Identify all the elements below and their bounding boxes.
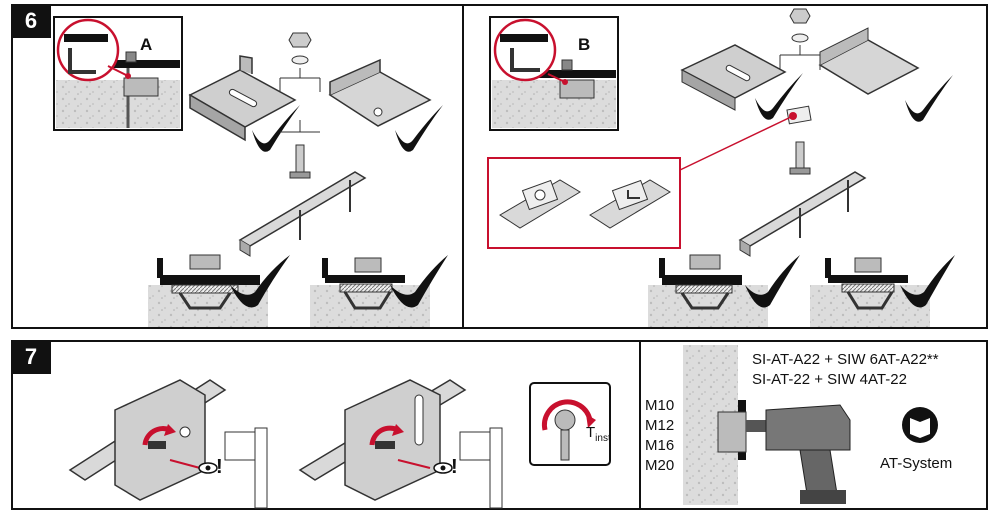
section-view-6a-right [310,255,448,327]
anchor-size-m16: M16 [645,437,675,454]
cordless-drill-icon [746,404,851,504]
section-view-6a-left [148,254,290,327]
washer-plate-marker [679,105,812,171]
anchor-size-m20: M20 [645,457,675,474]
step-7-number: 7 [24,344,38,369]
detail-a-label: A [140,35,153,54]
system-label: AT-System [880,455,953,472]
anchor-channel-6b [738,171,867,257]
right-plate-b1 [680,44,803,120]
install-view-7a [68,379,268,509]
t-bolt-6b [795,141,805,171]
section-view-6b-left [648,254,800,327]
detail-b-label: B [578,35,591,54]
product-line-2: SI-AT-22 + SIW 4AT-22 [752,371,907,388]
anchor-size-m12: M12 [645,417,675,434]
section-view-6b-right [810,255,955,327]
torque-subscript: inst [595,433,611,444]
right-mounting-plate [328,58,443,152]
install-view-7b [298,379,503,509]
eye-icon-7a [198,462,218,474]
anchor-size-list: M10 M12 M16 M20 [645,396,674,476]
eye-icon-7b [433,462,453,474]
right-plate-b2 [818,27,953,122]
torque-wrench-icon [529,382,611,466]
warning-mark-7a: ! [216,456,223,478]
t-bolt-6a [295,144,305,176]
anchor-channel-6a [238,171,367,257]
washer-variants-inset [487,157,681,249]
step-6-badge: 6 [11,4,51,38]
detail-b-inset [489,16,619,131]
nut-washer-stack-6b [779,8,821,70]
instructions-book-icon [902,407,938,443]
step-7-badge: 7 [11,340,51,374]
warning-mark-7b: ! [451,456,458,478]
step-6-number: 6 [24,8,38,33]
detail-a-inset [53,16,183,131]
product-line-1: SI-AT-A22 + SIW 6AT-A22** [752,351,939,368]
left-mounting-plate [188,55,300,152]
torque-symbol-t: T [586,424,596,441]
concrete-wall-section [683,345,747,505]
nut-washer-stack-6a [279,32,321,133]
torque-symbol: Tinst [586,424,611,444]
anchor-size-m10: M10 [645,397,675,414]
